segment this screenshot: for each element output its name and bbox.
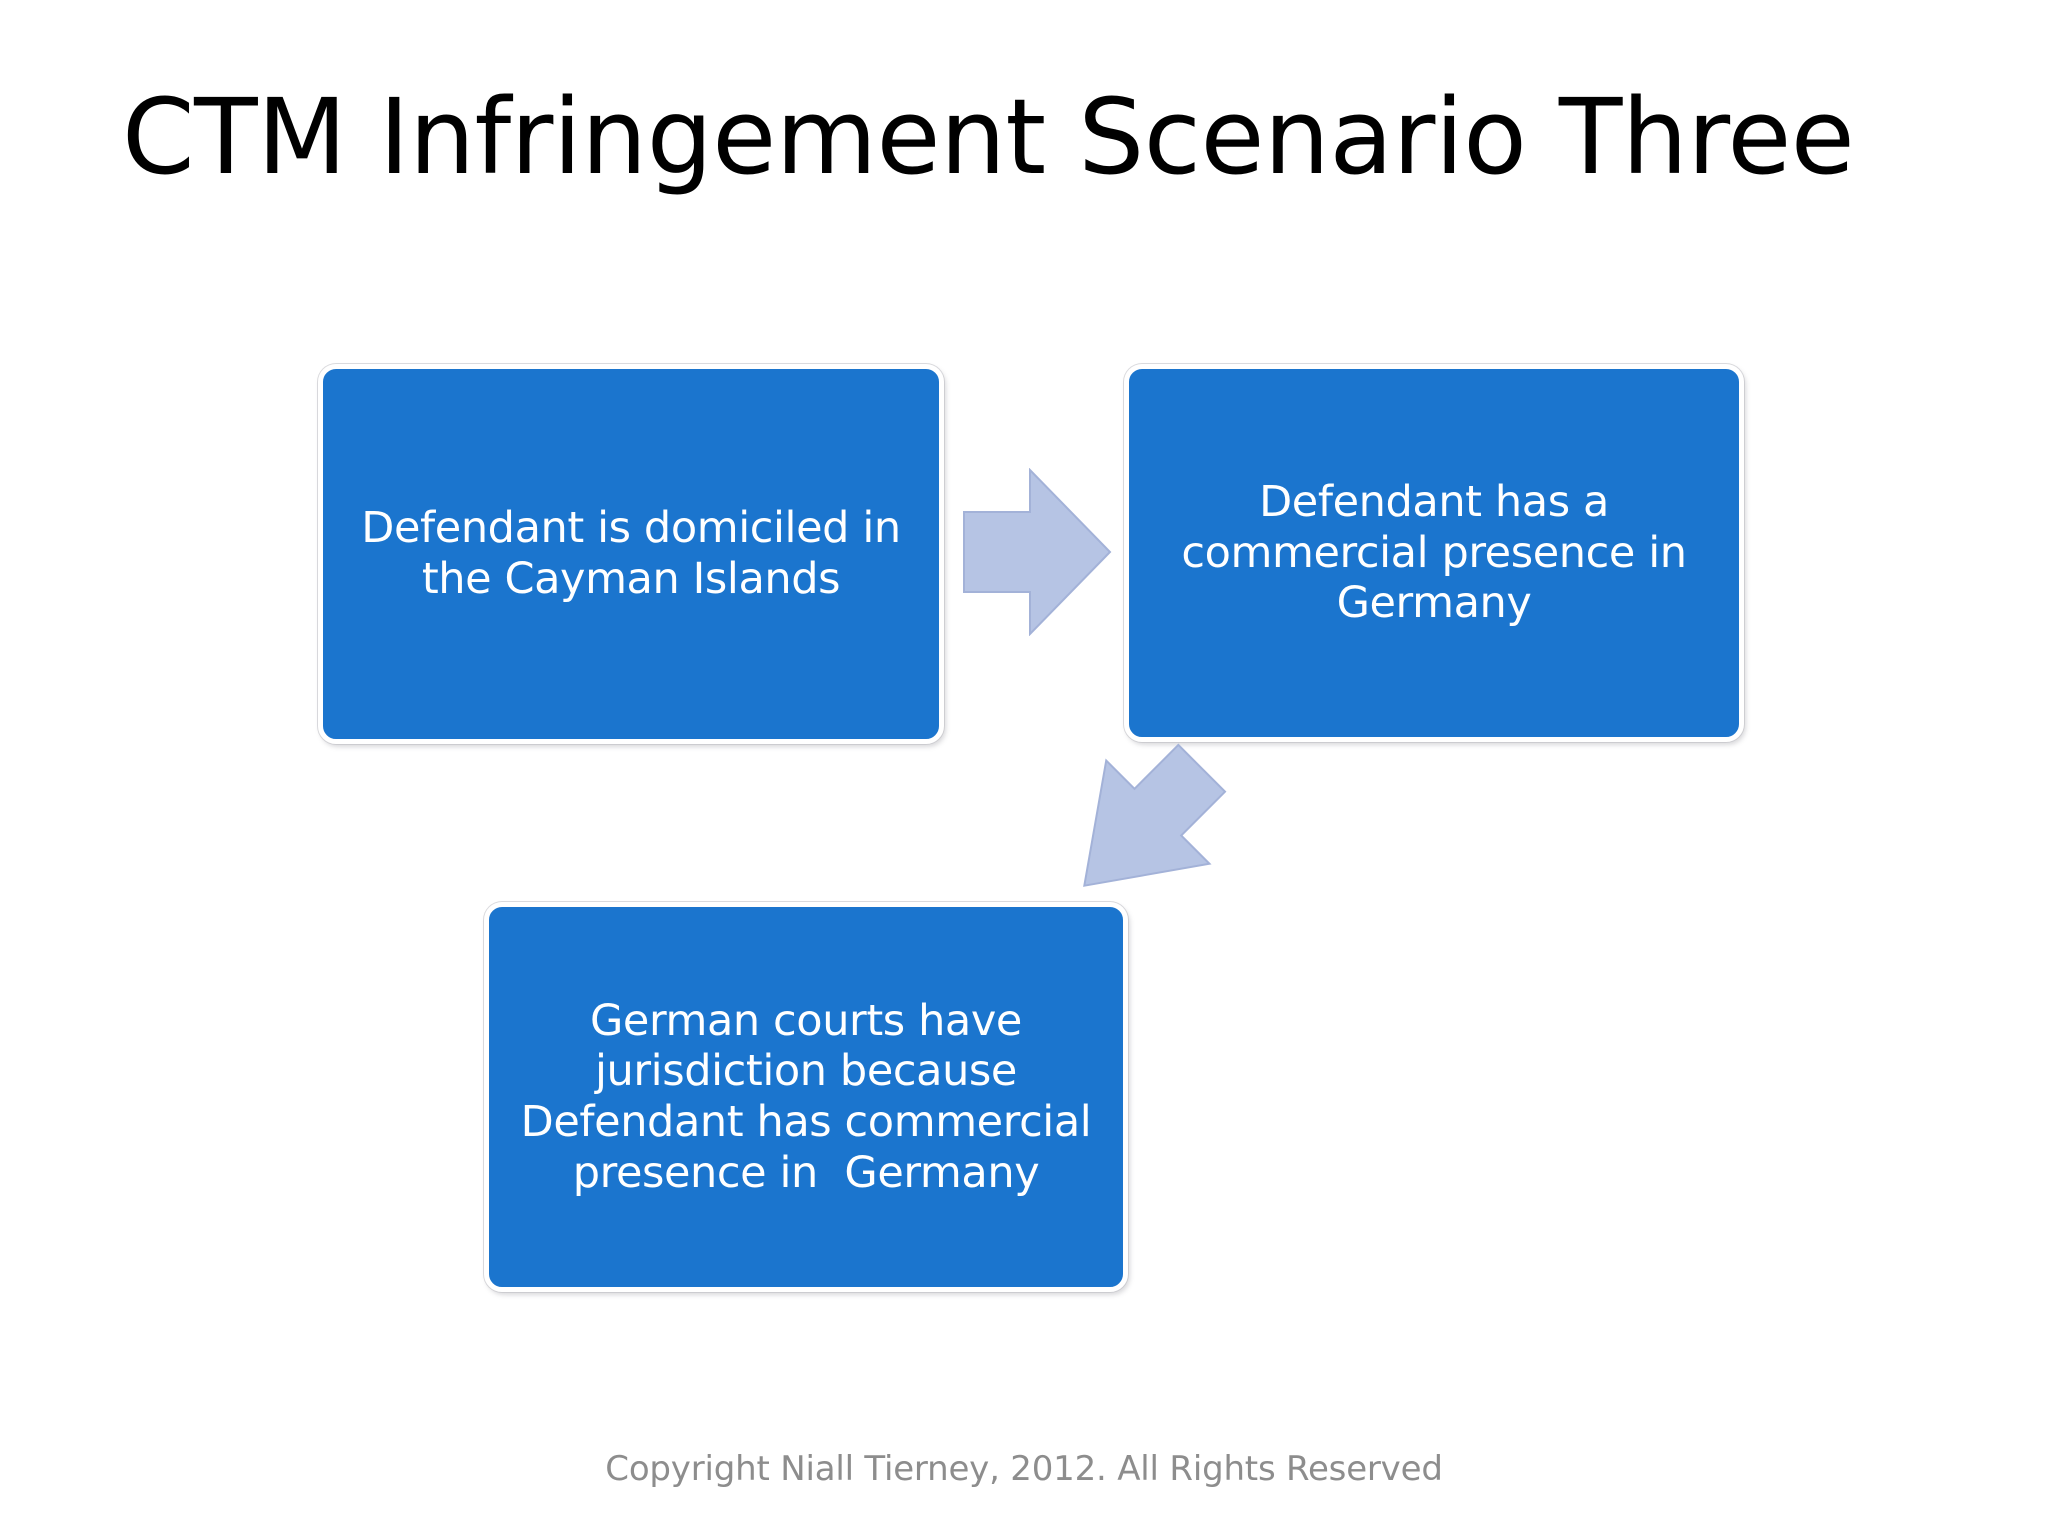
process-box-label: German courts have jurisdiction because … [520, 995, 1092, 1198]
process-box-commercial-presence[interactable]: Defendant has a commercial presence in G… [1124, 364, 1744, 742]
process-box-defendant-domicile[interactable]: Defendant is domiciled in the Cayman Isl… [318, 364, 944, 744]
copyright-footer: Copyright Niall Tierney, 2012. All Right… [605, 1449, 1443, 1489]
arrow-down-left-icon [1048, 742, 1238, 912]
process-box-label: Defendant has a commercial presence in G… [1181, 476, 1687, 629]
process-box-label: Defendant is domiciled in the Cayman Isl… [361, 503, 901, 604]
page-title: CTM Infringement Scenario Three [122, 76, 1855, 198]
arrow-right-icon [962, 467, 1112, 637]
process-box-german-jurisdiction[interactable]: German courts have jurisdiction because … [484, 902, 1128, 1292]
